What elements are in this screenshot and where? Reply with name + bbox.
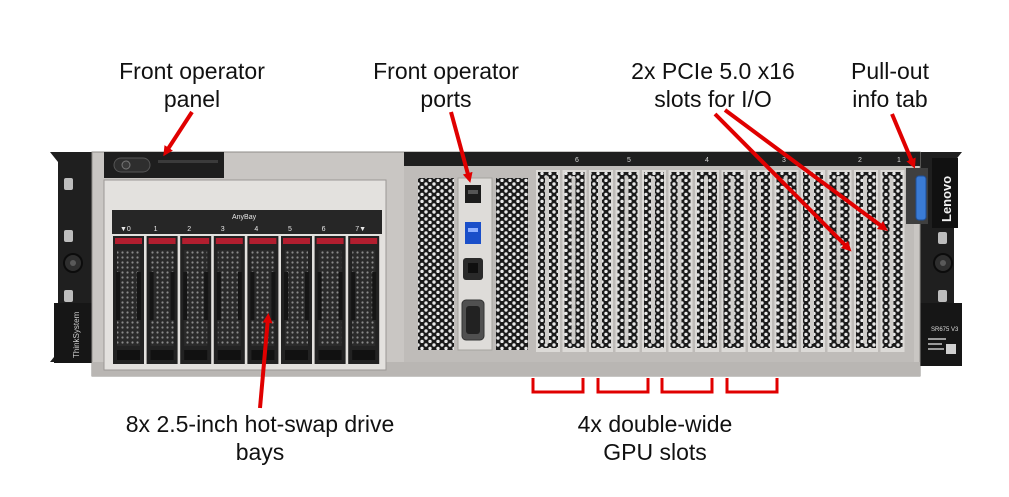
expansion-slot[interactable] bbox=[854, 170, 878, 352]
expansion-slot[interactable] bbox=[801, 170, 825, 352]
arrow-drive-bays bbox=[258, 313, 273, 409]
bay-number: 4 bbox=[254, 226, 258, 233]
expansion-slot[interactable] bbox=[536, 170, 560, 352]
gpu-slot-brackets bbox=[531, 378, 779, 394]
vent-left-1 bbox=[418, 178, 454, 350]
slot-number: 5 bbox=[627, 157, 631, 164]
bay-number: 2 bbox=[187, 226, 191, 233]
model-label: SR675 V3 bbox=[931, 327, 959, 333]
drive-bay[interactable] bbox=[146, 236, 178, 364]
bay-number: 5 bbox=[288, 226, 292, 233]
slot-number: 1 bbox=[897, 157, 901, 164]
arrow-front-ports bbox=[449, 111, 473, 183]
expansion-slot[interactable] bbox=[774, 170, 799, 352]
bay-number: 7▼ bbox=[355, 226, 366, 233]
drive-bay[interactable] bbox=[314, 236, 346, 364]
expansion-slot[interactable] bbox=[562, 170, 587, 352]
expansion-slot[interactable] bbox=[695, 170, 719, 352]
slot-number-row: 6 5 4 3 2 1 bbox=[575, 157, 901, 164]
bay-number: 1 bbox=[154, 226, 158, 233]
front-ports-callout: Front operator ports bbox=[373, 58, 519, 112]
vent-left-2 bbox=[496, 178, 528, 350]
arrow-pullout bbox=[890, 113, 916, 169]
pullout-info-tab bbox=[906, 168, 928, 224]
left-rack-ear: ThinkSystem bbox=[50, 152, 94, 363]
bay-number: 3 bbox=[221, 226, 225, 233]
lenovo-brand: Lenovo bbox=[939, 176, 954, 222]
right-rack-ear: Lenovo SR675 V3 bbox=[918, 152, 962, 366]
thinksystem-label: ThinkSystem bbox=[72, 311, 81, 358]
expansion-slot[interactable] bbox=[589, 170, 613, 352]
arrow-pcie-1 bbox=[713, 112, 852, 252]
drive-bay[interactable] bbox=[213, 236, 245, 364]
expansion-slot[interactable] bbox=[748, 170, 772, 352]
front-panel-callout: Front operator panel bbox=[119, 58, 265, 112]
expansion-slot[interactable] bbox=[721, 170, 746, 352]
drive-bay[interactable] bbox=[180, 236, 212, 364]
arrow-front-panel bbox=[163, 110, 194, 157]
drive-bay[interactable] bbox=[113, 236, 144, 364]
pcie-slots-callout: 2x PCIe 5.0 x16 slots for I/O bbox=[631, 58, 795, 112]
drive-bays-callout: 8x 2.5-inch hot-swap drive bays bbox=[125, 411, 395, 465]
expansion-slot[interactable] bbox=[880, 170, 905, 352]
expansion-slot[interactable] bbox=[668, 170, 693, 352]
callout-arrows bbox=[163, 108, 916, 409]
gpu-slots-callout: 4x double-wide GPU slots bbox=[577, 411, 733, 465]
usb-port-2 bbox=[465, 222, 481, 244]
expansion-slot[interactable] bbox=[615, 170, 640, 352]
drive-bay[interactable] bbox=[247, 236, 279, 364]
slot-number: 4 bbox=[705, 157, 709, 164]
slot-number: 6 bbox=[575, 157, 579, 164]
bay-number: ▼0 bbox=[120, 226, 131, 233]
front-operator-ports bbox=[457, 177, 493, 351]
drive-bay[interactable] bbox=[281, 236, 312, 364]
drive-cage: AnyBay ▼0 1 2 3 4 5 6 7▼ bbox=[103, 179, 387, 371]
pullout-info-tab-callout: Pull-out info tab bbox=[851, 58, 929, 112]
bay-number-row: ▼0 1 2 3 4 5 6 7▼ bbox=[120, 226, 366, 233]
arrow-pcie-2 bbox=[723, 108, 889, 231]
slot-number: 2 bbox=[858, 157, 862, 164]
slot-number: 3 bbox=[782, 157, 786, 164]
drive-bay[interactable] bbox=[348, 236, 380, 364]
anybay-label: AnyBay bbox=[232, 214, 257, 221]
front-operator-panel bbox=[104, 152, 224, 178]
slot-label-strip bbox=[404, 152, 920, 166]
bay-number: 6 bbox=[322, 226, 326, 233]
drive-bay-row bbox=[113, 236, 380, 364]
expansion-slot[interactable] bbox=[642, 170, 666, 352]
